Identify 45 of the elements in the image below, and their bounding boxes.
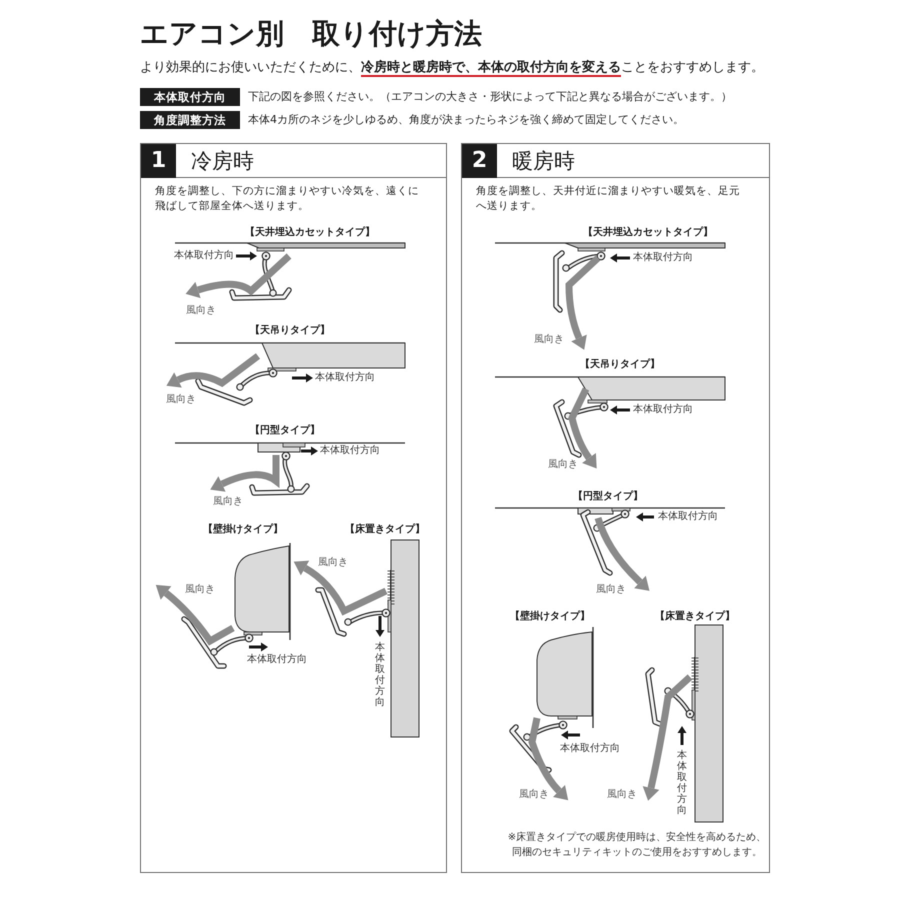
airflow-label: 風向き xyxy=(186,305,216,317)
airflow-label: 風向き xyxy=(166,394,196,406)
number-badge: 2 xyxy=(462,144,497,178)
direction-label: 本体取付方向 xyxy=(633,252,693,264)
note-text: ※床置きタイプでの暖房使用時は、安全性を高めるため、同梱のセキュリティキットのご使用をおすすめします。 xyxy=(506,830,768,860)
airflow-label: 風向き xyxy=(318,557,348,569)
type-heading: 【床置きタイプ】 xyxy=(655,611,735,623)
panel-title: 冷房時 xyxy=(191,148,254,175)
direction-label: 本体取付方向 xyxy=(315,372,375,384)
panel xyxy=(461,143,770,873)
type-heading: 【円型タイプ】 xyxy=(250,425,320,437)
section-tag: 本体取付方向 xyxy=(140,88,240,106)
airflow-label: 風向き xyxy=(596,584,626,596)
airflow-label: 風向き xyxy=(548,459,578,471)
type-heading: 【床置きタイプ】 xyxy=(345,524,425,536)
type-heading: 【天吊りタイプ】 xyxy=(250,325,330,337)
direction-label: 本体取付方向 xyxy=(320,445,380,457)
description-text: 下記の図を参照ください。（エアコンの大きさ・形状によって下記と異なる場合がございます。） xyxy=(248,89,732,105)
panel-title: 暖房時 xyxy=(512,148,575,175)
airflow-label: 風向き xyxy=(213,496,243,508)
airflow-label: 風向き xyxy=(185,584,215,596)
intro-text: より効果的にお使いいただくために、冷房時と暖房時で、本体の取付方向を変えることをおすすめします。 xyxy=(140,59,764,76)
page-title: エアコン別 取り付け方法 xyxy=(140,16,482,52)
panel-description: 角度を調整し、下の方に溜まりやすい冷気を、遠くに飛ばして部屋全体へ送ります。 xyxy=(155,184,420,214)
direction-label: 本体取付方向 xyxy=(375,642,385,708)
panel xyxy=(140,143,447,873)
number-badge: 1 xyxy=(141,144,176,178)
type-heading: 【壁掛けタイプ】 xyxy=(203,524,283,536)
type-heading: 【円型タイプ】 xyxy=(573,491,643,503)
airflow-label: 風向き xyxy=(519,789,549,801)
direction-label: 本体取付方向 xyxy=(247,654,307,666)
direction-label: 本体取付方向 xyxy=(633,404,693,416)
type-heading: 【壁掛けタイプ】 xyxy=(510,611,590,623)
airflow-label: 風向き xyxy=(607,789,637,801)
airflow-label: 風向き xyxy=(534,334,564,346)
type-heading: 【天井埋込カセットタイプ】 xyxy=(583,227,713,239)
direction-label: 本体取付方向 xyxy=(174,250,234,262)
description-text: 本体4カ所のネジを少しゆるめ、角度が決まったらネジを強く締めて固定してください。 xyxy=(248,112,684,128)
direction-label: 本体取付方向 xyxy=(658,511,718,523)
panel-description: 角度を調整し、天井付近に溜まりやすい暖気を、足元へ送ります。 xyxy=(476,184,741,214)
section-tag: 角度調整方法 xyxy=(140,111,240,129)
direction-label: 本体取付方向 xyxy=(677,750,687,816)
type-heading: 【天井埋込カセットタイプ】 xyxy=(245,227,375,239)
type-heading: 【天吊りタイプ】 xyxy=(580,359,660,371)
direction-label: 本体取付方向 xyxy=(560,743,620,755)
